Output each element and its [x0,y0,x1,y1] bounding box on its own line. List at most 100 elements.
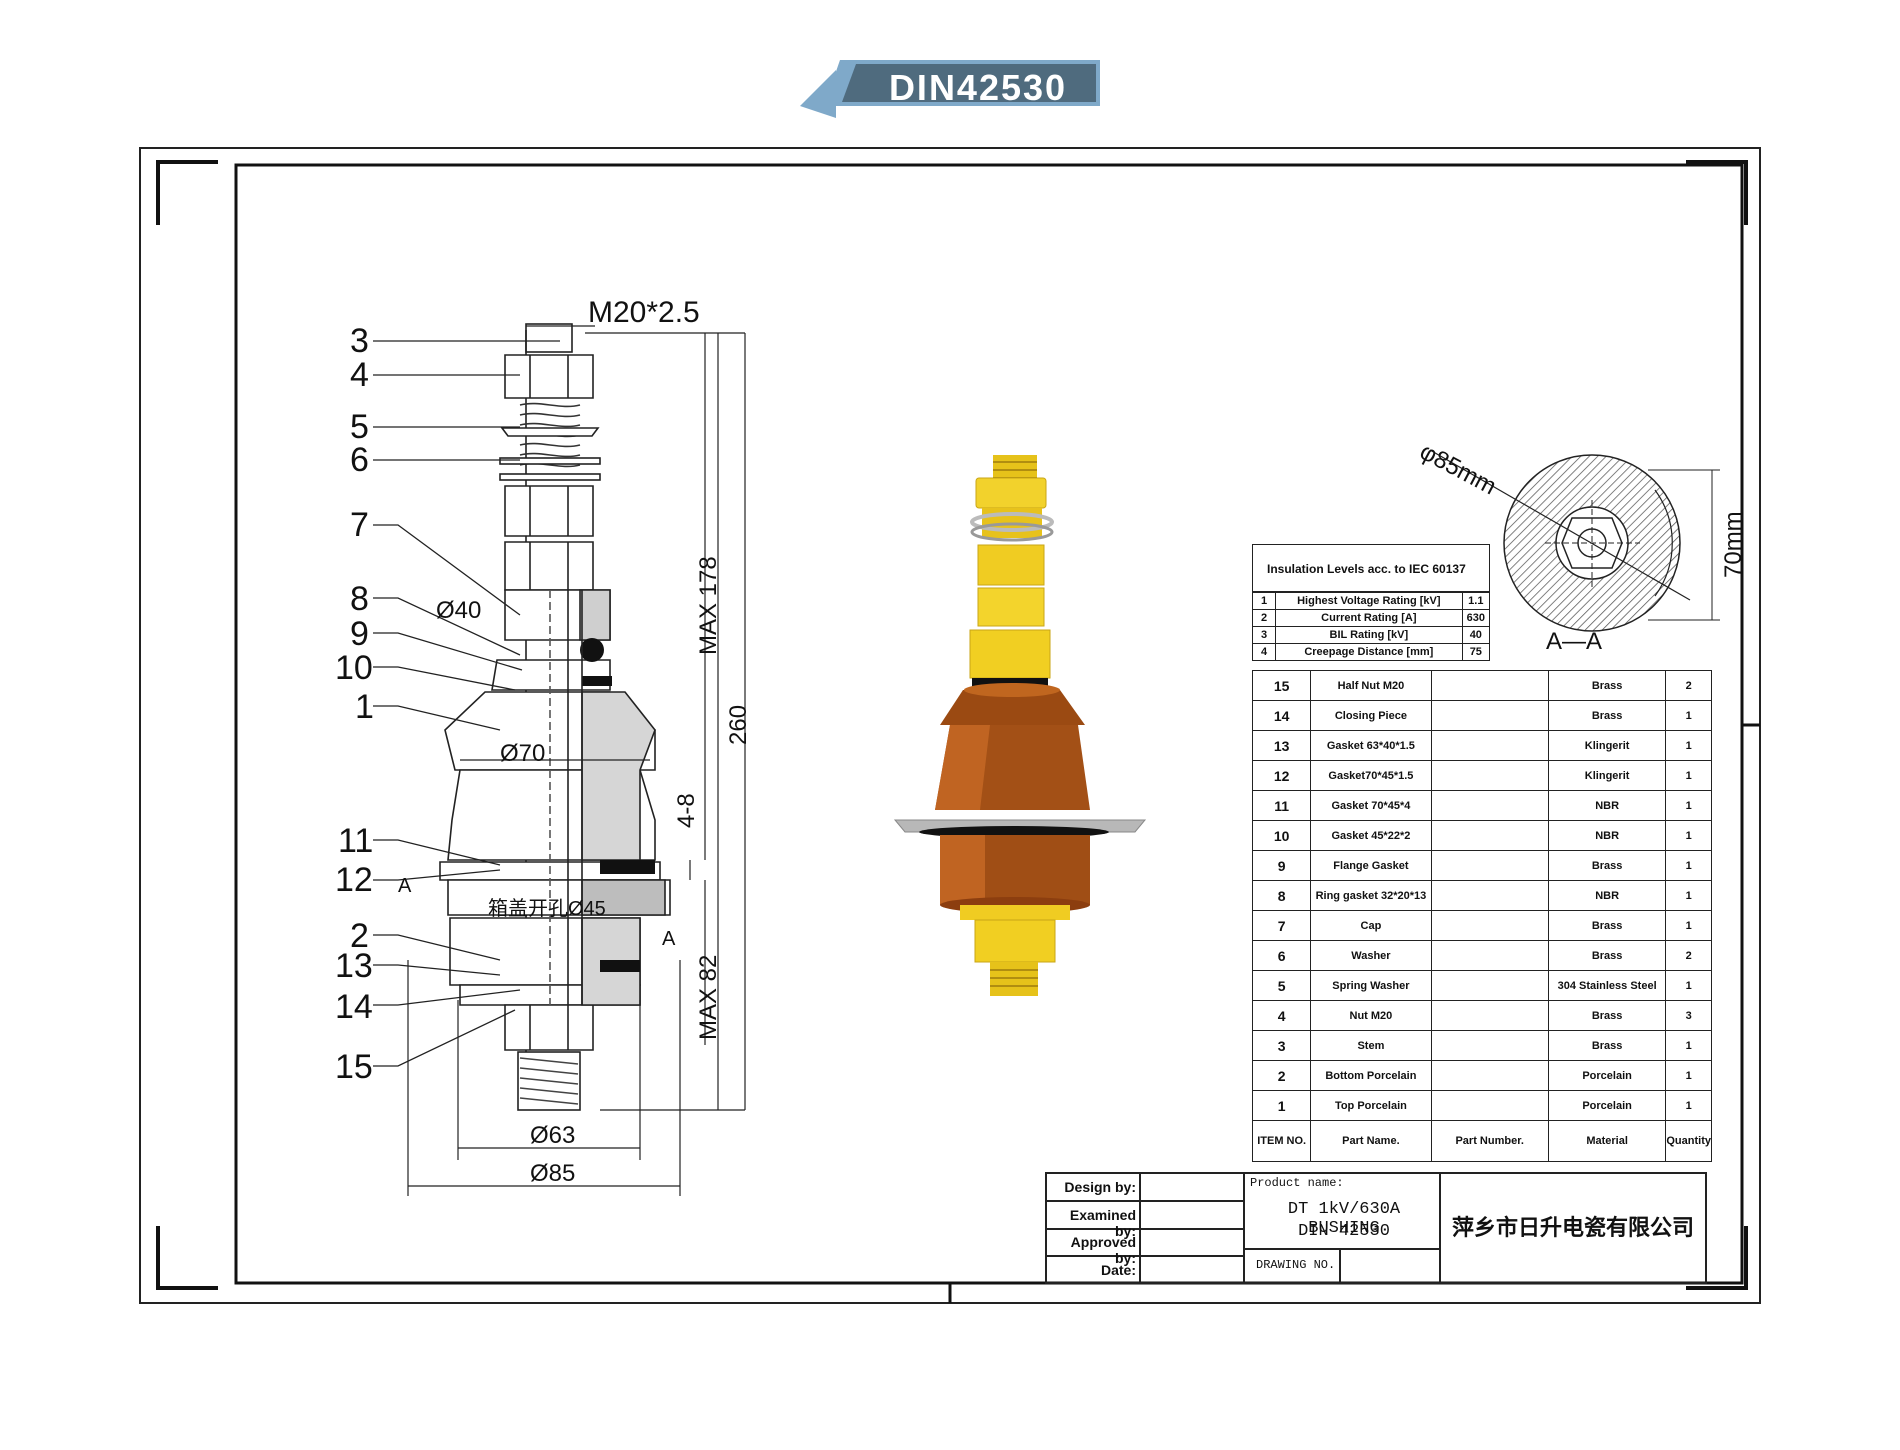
parts-cell-material: Porcelain [1547,1060,1667,1091]
parts-cell-no: 7 [1251,910,1312,941]
parts-cell-part [1430,790,1549,821]
parts-cell-part [1430,1090,1549,1121]
product-name-line2: DIN 42530 [1298,1222,1390,1241]
dia-85-dim: Ø85 [530,1160,576,1187]
parts-cell-no: 8 [1251,880,1312,911]
approved-by-label: Approved by: [1070,1234,1136,1266]
parts-cell-material: Brass [1547,940,1667,971]
range-4-8-dim: 4-8 [673,793,700,828]
section-height-label: 70mm [1720,511,1747,578]
parts-cell-no: 9 [1251,850,1312,881]
callout-4: 4 [350,356,369,394]
parts-cell-name: Washer [1310,940,1432,971]
section-a-a [1429,449,1720,632]
parts-cell-qty: 2 [1665,670,1712,701]
callout-2: 2 [350,917,369,955]
parts-cell-qty: 1 [1665,790,1712,821]
parts-cell-name: Top Porcelain [1310,1090,1432,1121]
lid-hole-dim: 箱盖开孔Ø45 [488,898,606,920]
parts-cell-qty: 1 [1665,760,1712,791]
company-name: 萍乡市日升电瓷有限公司 [1451,1215,1694,1240]
parts-cell-part [1430,820,1549,851]
callout-14: 14 [335,988,373,1026]
parts-cell-part [1430,760,1549,791]
parts-cell-material: Porcelain [1547,1090,1667,1121]
parts-cell-name: Cap [1310,910,1432,941]
parts-cell-qty: 1 [1665,1030,1712,1061]
parts-cell-material: Klingerit [1547,730,1667,761]
dia-63-dim: Ø63 [530,1122,576,1149]
length-260-dim: 260 [725,704,752,745]
parts-cell-material: Brass [1547,1000,1667,1031]
parts-cell-qty: 1 [1665,850,1712,881]
parts-cell-part [1430,700,1549,731]
parts-cell-no: 14 [1251,700,1312,731]
parts-header-qty: Quantity [1665,1120,1712,1162]
parts-cell-part [1430,850,1549,881]
insulation-row: 2 Current Rating [A] 630 [1252,609,1491,627]
parts-cell-material: 304 Stainless Steel [1547,970,1667,1001]
max-82-dim: MAX 82 [695,954,722,1040]
parts-cell-name: Gasket70*45*1.5 [1310,760,1432,791]
parts-cell-qty: 1 [1665,970,1712,1001]
title-block-frame [1045,1172,1707,1284]
parts-cell-no: 5 [1251,970,1312,1001]
parts-cell-no: 3 [1251,1030,1312,1061]
callout-11: 11 [338,822,374,860]
parts-cell-material: Klingerit [1547,760,1667,791]
parts-cell-no: 11 [1251,790,1312,821]
parts-cell-qty: 1 [1665,1060,1712,1091]
parts-cell-no: 4 [1251,1000,1312,1031]
parts-cell-no: 15 [1251,670,1312,701]
parts-cell-material: Brass [1547,910,1667,941]
bushing-section-drawing [373,323,746,1196]
parts-cell-no: 10 [1251,820,1312,851]
dia-40-dim: Ø40 [436,597,482,624]
parts-cell-material: Brass [1547,850,1667,881]
parts-header-name: Part Name. [1310,1120,1432,1162]
parts-cell-part [1430,1030,1549,1061]
parts-cell-material: NBR [1547,880,1667,911]
product-name-label: Product name: [1250,1176,1344,1190]
parts-cell-name: Gasket 45*22*2 [1310,820,1432,851]
parts-cell-name: Ring gasket 32*20*13 [1310,880,1432,911]
drawing-no-label: DRAWING NO. [1256,1258,1336,1272]
parts-cell-part [1430,880,1549,911]
design-by-label: Design by: [1064,1179,1136,1195]
parts-cell-part [1430,1060,1549,1091]
parts-cell-name: Half Nut M20 [1310,670,1432,701]
insulation-row: 1 Highest Voltage Rating [kV] 1.1 [1252,592,1491,610]
max-178-dim: MAX 178 [695,556,722,655]
parts-cell-part [1430,970,1549,1001]
parts-cell-qty: 1 [1665,1090,1712,1121]
parts-cell-part [1430,670,1549,701]
callout-15: 15 [335,1048,373,1086]
insulation-row: 3 BIL Rating [kV] 40 [1252,626,1491,644]
insulation-row: 4 Creepage Distance [mm] 75 [1252,643,1491,661]
insulation-table: 1 Highest Voltage Rating [kV] 1.1 2 Curr… [1252,592,1491,661]
parts-cell-name: Spring Washer [1310,970,1432,1001]
parts-header-no: ITEM NO. [1251,1120,1312,1162]
parts-cell-no: 6 [1251,940,1312,971]
insulation-title: Insulation Levels acc. to IEC 60137 [1252,544,1490,592]
parts-cell-part [1430,730,1549,761]
callout-10: 10 [335,649,373,687]
section-title: A—A [1546,628,1603,655]
callout-8: 8 [350,580,369,618]
callout-13: 13 [335,947,373,985]
callout-7: 7 [350,506,369,544]
